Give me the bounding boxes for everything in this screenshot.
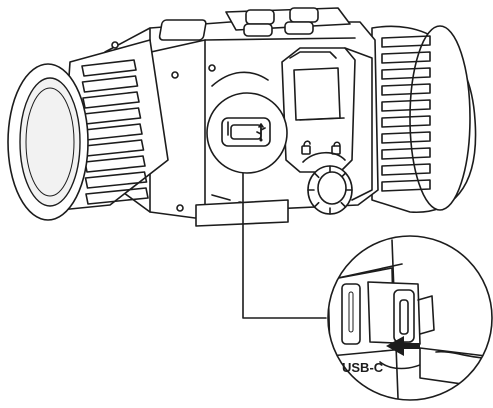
ridge	[85, 187, 149, 205]
battery-knob	[307, 165, 353, 215]
unlock-icon	[301, 140, 311, 155]
ridge	[381, 179, 431, 192]
insert-arrow-icon	[386, 336, 420, 356]
ridge	[381, 35, 431, 48]
ridge	[84, 171, 148, 189]
usb-icon	[256, 123, 266, 142]
eyepiece-ring	[371, 25, 477, 213]
usb-c-label: USB-C	[342, 360, 384, 375]
ridge	[381, 67, 431, 80]
ridge	[81, 75, 139, 93]
ridge	[381, 147, 431, 160]
objective-lens	[7, 39, 169, 221]
ridge	[381, 131, 431, 144]
ridge	[381, 163, 431, 176]
ridge	[381, 51, 431, 64]
battery-cover	[281, 47, 373, 201]
usb-port-highlight	[206, 92, 288, 174]
ridge	[313, 201, 320, 208]
ridge	[381, 83, 431, 96]
callout-leader-line	[242, 172, 327, 319]
top-control-buttons	[158, 7, 351, 41]
ridge	[82, 91, 140, 109]
rotate-arrow-icon	[302, 151, 346, 163]
ridge	[81, 59, 137, 77]
ridge	[381, 99, 431, 112]
ridge	[313, 172, 320, 179]
ridge	[340, 201, 347, 208]
ridge	[381, 115, 431, 128]
usb-c-callout	[327, 235, 493, 401]
mount-rail	[195, 199, 289, 227]
